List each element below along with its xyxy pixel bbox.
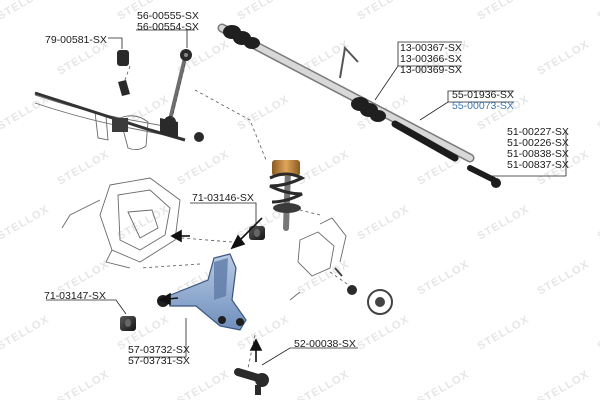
watermark-text: STELLOX [176,368,232,400]
leader-lines [46,29,567,366]
watermark-text: STELLOX [296,258,352,297]
label-tie-rod-end-4[interactable]: 51-00837-SX [507,159,569,171]
label-stabilizer-bracket[interactable]: 79-00581-SX [45,34,107,46]
watermark-text: STELLOX [536,258,592,297]
watermark-text: STELLOX [476,0,532,23]
watermark-text: STELLOX [176,148,232,187]
watermark-text: STELLOX [236,0,292,23]
label-rear-bushing[interactable]: 71-03147-SX [44,290,106,302]
label-steering-boot-3[interactable]: 13-00369-SX [400,64,462,76]
watermark-text: STELLOX [236,93,292,132]
label-tie-rod-end-3[interactable]: 51-00838-SX [507,148,569,160]
watermark-text: STELLOX [596,93,600,132]
watermark-text: STELLOX [0,313,51,352]
subframe-sketch [34,94,347,301]
watermark-text: STELLOX [356,0,412,23]
strut-assembly [269,160,306,231]
label-steering-boot-1[interactable]: 13-00367-SX [400,42,462,54]
watermark-text: STELLOX [0,0,51,23]
label-tie-rod-1[interactable]: 55-01936-SX [452,89,514,101]
steering-rack [217,23,501,188]
watermark-text: STELLOX [476,313,532,352]
arrows [158,217,263,362]
label-control-arm-1[interactable]: 57-03732-SX [128,344,190,356]
label-tie-rod-2[interactable]: 55-00073-SX [452,100,514,112]
watermark-text: STELLOX [596,203,600,242]
watermark-text: STELLOX [0,93,51,132]
watermark-text: STELLOX [0,203,51,242]
label-ball-joint[interactable]: 52-00038-SX [294,338,356,350]
label-steering-boot-2[interactable]: 13-00366-SX [400,53,462,65]
bushing-front [249,226,265,240]
watermark-text: STELLOX [56,368,112,400]
label-stabilizer-link-1[interactable]: 56-00555-SX [137,10,199,22]
watermark-text: STELLOX [416,368,472,400]
watermark-text: STELLOX [296,368,352,400]
watermark-text: STELLOX [356,313,412,352]
watermark-text: STELLOX [536,38,592,77]
watermark-text: STELLOX [536,368,592,400]
bushing-rear [120,316,136,331]
watermark-text: STELLOX [476,203,532,242]
watermark-text: STELLOX [416,258,472,297]
watermark-text: STELLOX [356,203,412,242]
watermark-text: STELLOX [296,148,352,187]
watermark-text: STELLOX [56,148,112,187]
label-stabilizer-link-2[interactable]: 56-00554-SX [137,21,199,33]
label-front-bushing[interactable]: 71-03146-SX [192,192,254,204]
label-tie-rod-end-1[interactable]: 51-00227-SX [507,126,569,138]
watermark-text: STELLOX [596,0,600,23]
ball-joint [234,368,269,395]
assembly-guides [124,63,351,369]
wheel-hub [334,267,393,315]
stabilizer-link [164,49,192,128]
watermark-text: STELLOX [116,203,172,242]
label-tie-rod-end-2[interactable]: 51-00226-SX [507,137,569,149]
label-control-arm-2[interactable]: 57-03731-SX [128,355,190,367]
lower-control-arm [157,253,247,331]
watermark-text: STELLOX [596,313,600,352]
